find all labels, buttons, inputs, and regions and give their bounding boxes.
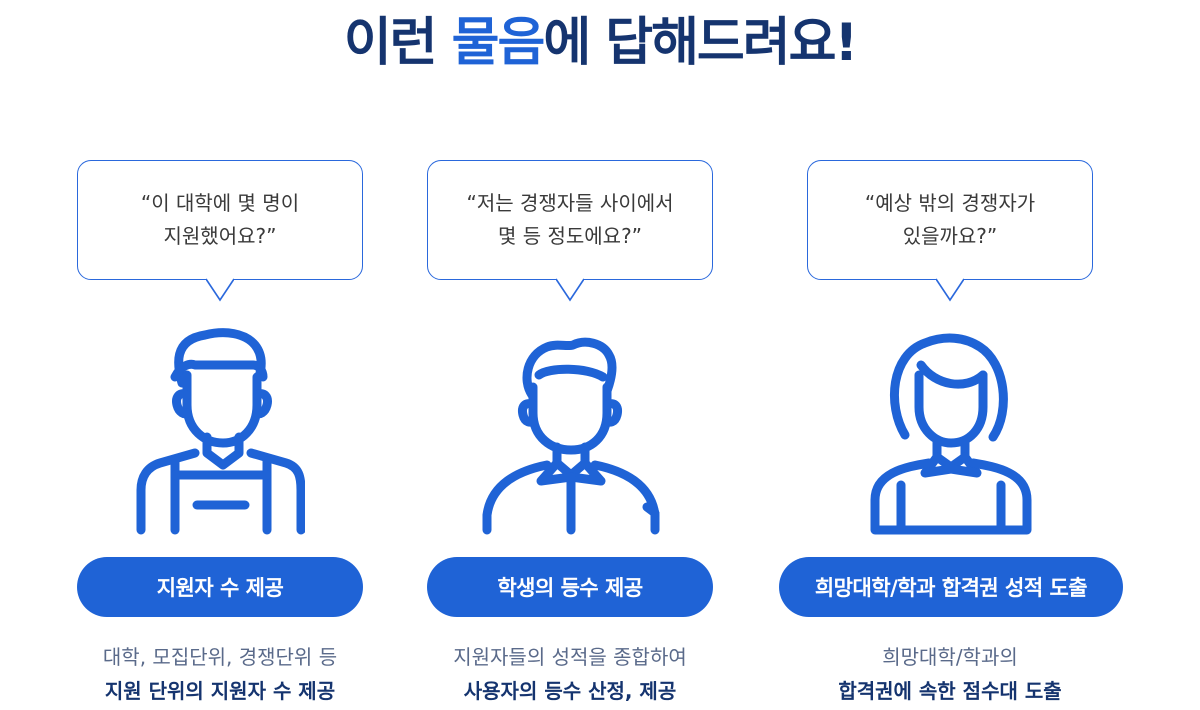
quote-line-2: 지원했어요?”: [163, 224, 277, 248]
quote-line-1: “예상 밖의 경쟁자가: [864, 191, 1036, 215]
male-worker-icon: [136, 328, 305, 535]
pill-label: 학생의 등수 제공: [497, 576, 643, 600]
speech-bubble: “이 대학에 몇 명이 지원했어요?”: [77, 160, 363, 280]
feature-pill-rank: 학생의 등수 제공: [427, 557, 713, 617]
feature-description: 지원자들의 성적을 종합하여 사용자의 등수 산정, 제공: [420, 640, 720, 708]
feature-column-cutoff: “예상 밖의 경쟁자가 있을까요?” 희망대학/학과 합격권 성적 도출 희망대…: [779, 0, 1123, 710]
pill-label: 지원자 수 제공: [156, 576, 284, 600]
title-prefix: 이런: [343, 13, 452, 73]
speech-bubble-text: “이 대학에 몇 명이 지원했어요?”: [78, 187, 362, 253]
feature-description: 대학, 모집단위, 경쟁단위 등 지원 단위의 지원자 수 제공: [70, 640, 370, 708]
feature-column-rank: “저는 경쟁자들 사이에서 몇 등 정도에요?” 학생의 등수 제공 지원자들의…: [427, 0, 727, 710]
quote-line-2: 몇 등 정도에요?”: [497, 224, 643, 248]
speech-bubble-text: “예상 밖의 경쟁자가 있을까요?”: [808, 187, 1092, 253]
page-title: 이런 물음에 답해드려요!: [0, 8, 1200, 78]
male-student-icon: [482, 337, 660, 535]
speech-bubble-tail-icon: [206, 278, 234, 302]
feature-description: 희망대학/학과의 합격권에 속한 점수대 도출: [800, 640, 1100, 708]
speech-bubble-text: “저는 경쟁자들 사이에서 몇 등 정도에요?”: [428, 187, 712, 253]
speech-bubble-tail-icon: [556, 278, 584, 302]
title-suffix: 에 답해드려요!: [543, 13, 858, 73]
speech-bubble: “예상 밖의 경쟁자가 있을까요?”: [807, 160, 1093, 280]
pill-label: 희망대학/학과 합격권 성적 도출: [814, 576, 1088, 600]
desc-line-1: 희망대학/학과의: [882, 645, 1018, 669]
desc-line-1: 대학, 모집단위, 경쟁단위 등: [102, 645, 338, 669]
desc-line-2: 합격권에 속한 점수대 도출: [838, 679, 1062, 703]
speech-bubble: “저는 경쟁자들 사이에서 몇 등 정도에요?”: [427, 160, 713, 280]
quote-line-1: “이 대학에 몇 명이: [140, 191, 300, 215]
female-person-icon: [870, 333, 1032, 535]
desc-line-2: 사용자의 등수 산정, 제공: [463, 679, 677, 703]
title-accent: 물음: [451, 13, 546, 73]
quote-line-2: 있을까요?”: [902, 224, 998, 248]
feature-pill-applicant-count: 지원자 수 제공: [77, 557, 363, 617]
quote-line-1: “저는 경쟁자들 사이에서: [466, 191, 674, 215]
desc-line-2: 지원 단위의 지원자 수 제공: [104, 679, 336, 703]
feature-column-applicants: “이 대학에 몇 명이 지원했어요?” 지원자 수 제공 대학, 모집단위, 경…: [77, 0, 377, 710]
desc-line-1: 지원자들의 성적을 종합하여: [453, 645, 687, 669]
speech-bubble-tail-icon: [936, 278, 964, 302]
feature-pill-cutoff-score: 희망대학/학과 합격권 성적 도출: [779, 557, 1123, 617]
